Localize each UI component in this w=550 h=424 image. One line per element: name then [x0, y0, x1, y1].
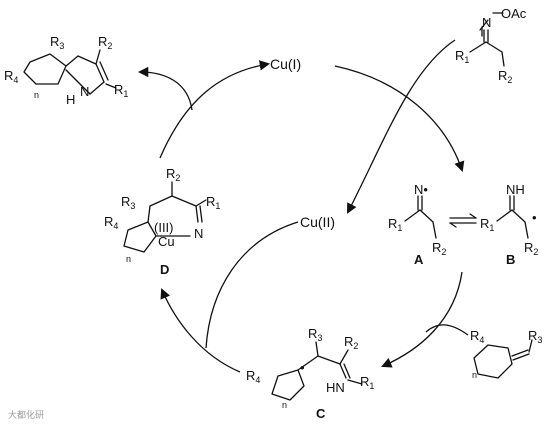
product-r1: R1: [114, 82, 128, 99]
arrow-C-to-D: [160, 288, 241, 373]
B-caption: B: [506, 252, 515, 267]
A-n-radical: N•: [414, 182, 428, 197]
D-r2: R2: [166, 166, 180, 183]
product-ring-n: n: [34, 90, 39, 100]
D-caption: D: [160, 262, 169, 277]
cycle-arrows: [137, 39, 469, 373]
A-r2: R2: [432, 240, 446, 257]
intermediate-A: N• R1 R2 A: [388, 182, 446, 267]
intermediate-C: • R4 R3 R2 HN R1 n C: [246, 326, 374, 421]
equilibrium-arrows: [449, 213, 477, 228]
B-nh-label: NH: [506, 182, 525, 197]
oxime-n-label: N: [482, 15, 491, 30]
D-r1: R1: [206, 194, 220, 211]
alkene-r3: R3: [528, 328, 542, 345]
C-radical-dot: •: [300, 360, 305, 375]
alkene-substrate: R4 R3 n: [470, 328, 542, 380]
D-cu-label: Cu: [158, 234, 175, 249]
arrow-oxime-to-cu2: [347, 39, 456, 214]
D-ring-n: n: [126, 254, 131, 264]
arrow-alkene-in: [425, 324, 469, 336]
arrow-cu2-in: [205, 221, 299, 349]
product-r3: R3: [50, 34, 64, 51]
oxime-r1: R1: [455, 48, 469, 65]
product-n-label: N: [80, 84, 89, 99]
C-hn-label: HN: [326, 380, 345, 395]
product-r2: R2: [98, 34, 112, 51]
product-spiro-pyrroline: R3 R2 R4 N H R1 n: [4, 34, 128, 107]
D-n-label: N: [194, 226, 203, 241]
catalyst-cu1-label: Cu(I): [270, 56, 301, 72]
C-r3: R3: [308, 326, 322, 343]
intermediate-D: R2 R3 R1 R4 N Cu (III) n D: [104, 166, 220, 277]
oxime-substrate: N OAc R1 R2: [455, 6, 527, 85]
B-r1: R1: [480, 216, 494, 233]
C-ring-n: n: [282, 400, 287, 410]
arrow-to-C: [381, 271, 463, 368]
intermediate-B: NH • R1 R2 B: [480, 182, 538, 267]
A-caption: A: [414, 252, 424, 267]
A-r1: R1: [388, 216, 402, 233]
D-cu-oxidation: (III): [154, 220, 174, 235]
B-radical-dot: •: [532, 210, 537, 225]
arrow-product-out: [137, 66, 193, 111]
C-r2: R2: [344, 334, 358, 351]
C-r4: R4: [246, 368, 260, 385]
product-r4: R4: [4, 68, 18, 85]
D-r3: R3: [121, 194, 135, 211]
C-r1: R1: [360, 374, 374, 391]
alkene-ring-n: n: [472, 370, 477, 380]
catalyst-cu2-label: Cu(II): [300, 214, 335, 230]
C-caption: C: [316, 406, 326, 421]
alkene-r4: R4: [470, 328, 484, 345]
product-h-label: H: [66, 92, 75, 107]
oxime-r2: R2: [498, 68, 512, 85]
oxime-oac-label: OAc: [501, 6, 527, 21]
arrow-D-to-cu1: [159, 60, 271, 159]
arrow-cu1-to-radical: [334, 65, 465, 172]
D-r4: R4: [104, 214, 118, 231]
watermark-text: 大都化研: [8, 409, 44, 420]
B-r2: R2: [524, 240, 538, 257]
